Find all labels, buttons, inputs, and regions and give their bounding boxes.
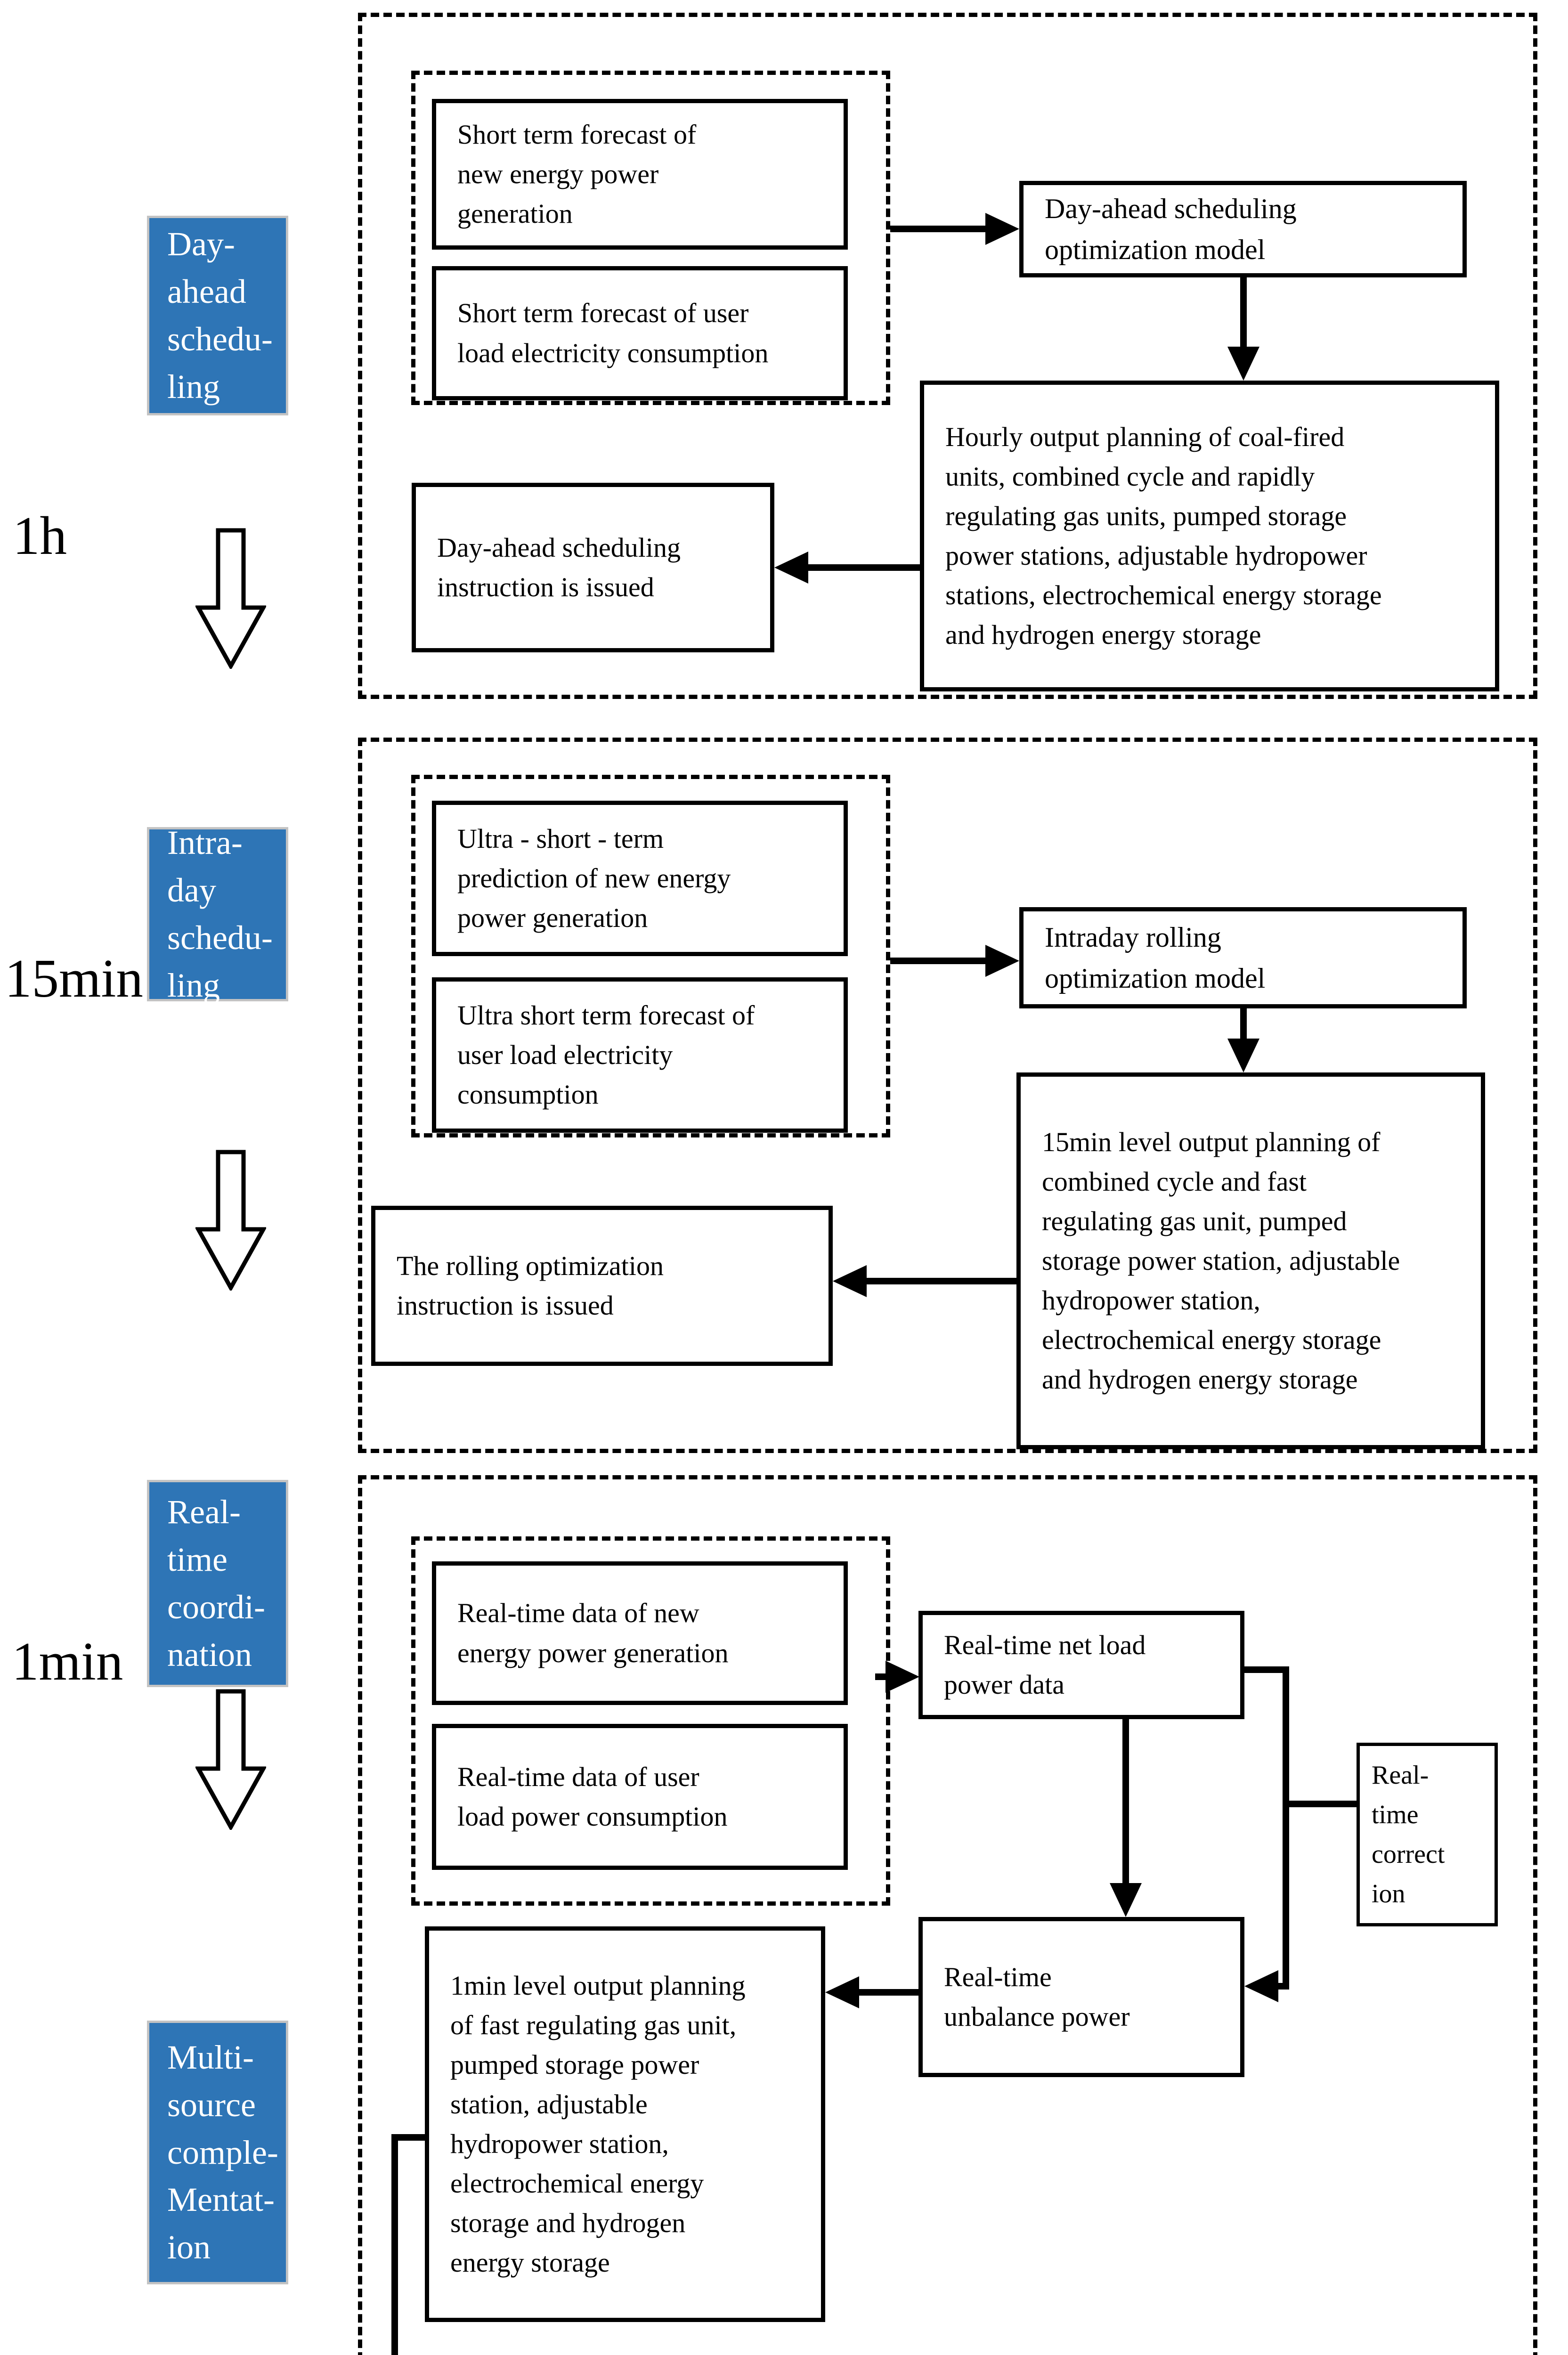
intra-day-inputs-frame <box>411 775 890 1137</box>
arrowhead-left-icon <box>774 552 808 584</box>
arrowhead-right-icon <box>985 945 1019 977</box>
down-arrow-real-time-icon <box>195 1689 266 1830</box>
box-ultra-short-term-prediction: Ultra - short - term prediction of new e… <box>432 801 848 956</box>
down-arrow-intra-day-icon <box>195 1150 266 1291</box>
arrowhead-right-icon <box>985 213 1019 245</box>
elbow-vertical-correction <box>1283 1666 1289 1990</box>
arrowhead-down-icon <box>1110 1883 1142 1917</box>
day-ahead-inputs-frame <box>411 71 890 405</box>
box-ultra-short-term-forecast-load: Ultra short term forecast of user load e… <box>432 977 848 1133</box>
box-hourly-output-planning: Hourly output planning of coal-fired uni… <box>920 381 1499 691</box>
stage-label-intra-day: Intra-day schedu- ling <box>147 824 288 1004</box>
stage-label-day-ahead: Day- ahead schedu- ling <box>147 216 288 415</box>
intra-day-section-frame <box>358 738 1537 1453</box>
timescale-1min: 1min <box>12 1632 123 1691</box>
elbow-net-load-right <box>1244 1666 1289 1673</box>
box-unbalance-power: Real-time unbalance power <box>918 1917 1244 2077</box>
box-real-time-data-load: Real-time data of user load power consum… <box>432 1724 848 1870</box>
box-real-time-data-generation: Real-time data of new energy power gener… <box>432 1561 848 1705</box>
box-rolling-instruction: The rolling optimization instruction is … <box>371 1206 833 1366</box>
arrowhead-right-icon <box>886 1661 919 1693</box>
box-1min-output-planning: 1min level output planning of fast regul… <box>425 1926 825 2322</box>
elbow-1min-plan-left <box>391 2134 425 2141</box>
arrow-hourly-plan-to-instruction <box>804 564 920 571</box>
link-to-correction-box <box>1289 1801 1357 1807</box>
arrow-15min-plan-to-instruction <box>862 1278 1016 1284</box>
box-day-ahead-instruction: Day-ahead scheduling instruction is issu… <box>412 483 774 652</box>
day-ahead-section-frame <box>358 13 1537 699</box>
timescale-1h: 1h <box>13 506 67 566</box>
arrowhead-left-icon <box>825 1976 859 2008</box>
arrowhead-left-icon <box>1244 1970 1278 2002</box>
arrow-model-to-15min-plan <box>1240 1008 1247 1041</box>
box-day-ahead-model: Day-ahead scheduling optimization model <box>1019 181 1467 277</box>
arrow-inputs-to-day-ahead-model <box>890 226 990 232</box>
box-15min-output-planning: 15min level output planning of combined … <box>1016 1072 1485 1449</box>
arrow-model-to-hourly-plan <box>1240 277 1247 350</box>
box-intraday-rolling-model: Intraday rolling optimization model <box>1019 907 1467 1008</box>
elbow-vertical-dispatch <box>391 2134 398 2355</box>
box-short-term-forecast-generation: Short term forecast of new energy power … <box>432 99 848 250</box>
stage-label-multi-source: Multi- source comple- Mentat- ion <box>147 2021 288 2284</box>
arrow-net-load-to-unbalance <box>1122 1719 1129 1887</box>
timescale-15min: 15min <box>5 949 143 1008</box>
arrow-unbalance-to-1min-plan <box>854 1989 918 1996</box>
down-arrow-day-ahead-icon <box>195 528 266 669</box>
box-real-time-correction: Real- time correct ion <box>1357 1743 1498 1926</box>
arrow-inputs-to-intraday-model <box>890 958 990 964</box>
stage-label-real-time: Real- time coordi- nation <box>147 1480 288 1687</box>
real-time-inputs-frame <box>411 1536 890 1906</box>
arrowhead-down-icon <box>1227 347 1259 381</box>
box-net-load-power: Real-time net load power data <box>918 1611 1244 1719</box>
real-time-section-frame <box>358 1475 1537 2355</box>
box-short-term-forecast-load: Short term forecast of user load electri… <box>432 266 848 400</box>
arrowhead-left-icon <box>833 1265 867 1297</box>
arrowhead-down-icon <box>1227 1039 1259 1072</box>
